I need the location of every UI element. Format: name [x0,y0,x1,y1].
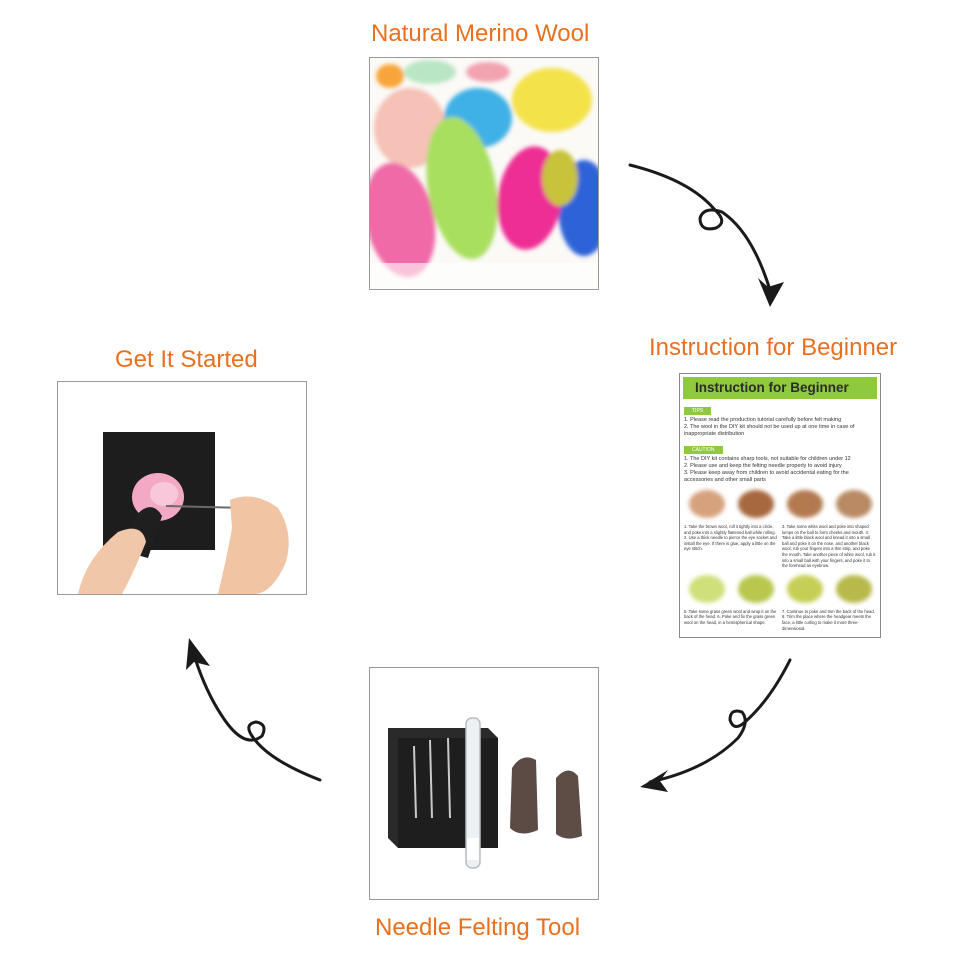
felting-tool-photo [369,667,599,900]
arrowhead-up [186,638,210,670]
step-title-wool: Natural Merino Wool [371,20,590,47]
steps-text-a-left: 1. Take the brown wool, roll it tightly … [684,524,777,552]
arrow-wool-to-instruction [628,163,772,292]
caution-line-2: 2. Please use and keep the felting needl… [684,463,842,469]
get-started-photo [57,381,307,595]
caution-tag: CAUTION [684,446,723,454]
arrow-instruction-to-tool [648,658,792,784]
step-photo [786,490,823,518]
arrowhead-left [640,770,668,792]
tips-line-2: 2. The wool in the DIY kit should not be… [684,424,855,437]
tips-line-1: 1. Please read the production tutorial c… [684,417,842,423]
step-photo [737,490,774,518]
step-title-start: Get It Started [115,346,258,373]
step-photo [786,574,823,603]
steps-text-a-right: 3. Take some white wool and poke into sh… [782,524,876,569]
wool-roving-illustration [370,58,598,289]
steps-text-b-right: 7. Continue to poke and trim the back of… [782,608,875,631]
step-photo [737,574,774,603]
caution-line-3: 3. Please keep away from children to avo… [684,470,849,483]
felting-kit-illustration [370,668,598,899]
step-photos-row-1 [682,490,878,518]
step-photo [835,490,872,518]
step-title-instruction: Instruction for Beginner [649,334,898,361]
step-photo [835,574,872,603]
arrow-tool-to-start [193,656,322,782]
steps-text-b-left: 5. Take some grass green wool and wrap i… [684,608,777,625]
caution-line-1: 1. The DIY kit contains sharp tools, not… [684,456,851,462]
felting-in-progress-illustration [58,382,306,594]
instruction-sheet: Instruction for Beginner TIPS 1. Please … [679,373,881,638]
step-title-tool: Needle Felting Tool [375,914,581,941]
instruction-sheet-heading: Instruction for Beginner [683,377,877,399]
wool-photo [369,57,599,290]
step-photo [688,490,725,518]
step-photo [688,574,725,603]
arrowhead-down [758,278,784,307]
tips-tag: TIPS [684,407,712,415]
step-photos-row-2 [682,574,878,603]
